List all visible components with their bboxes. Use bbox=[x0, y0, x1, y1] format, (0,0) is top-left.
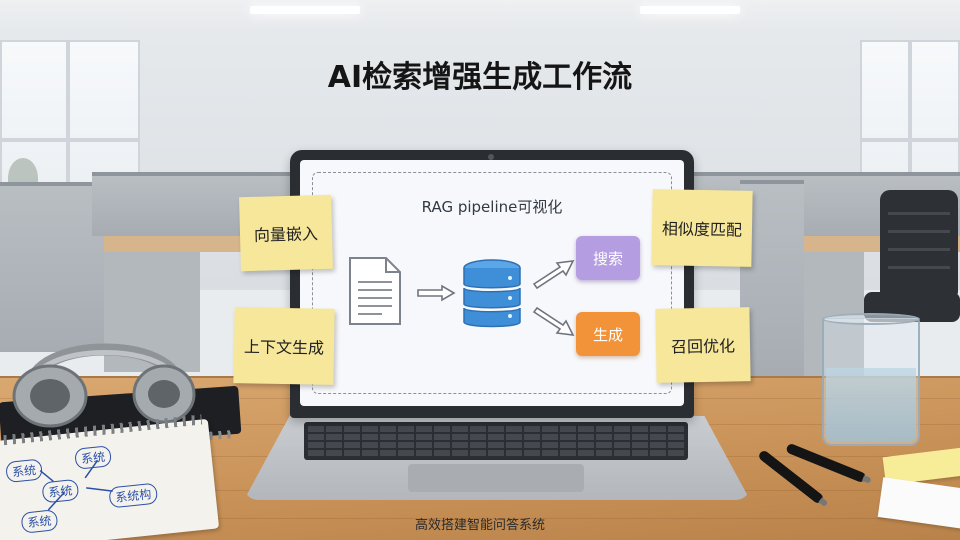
arrow-down-right-icon bbox=[532, 306, 575, 336]
document-icon bbox=[349, 257, 401, 325]
sticky-note-similarity-matching: 相似度匹配 bbox=[651, 189, 753, 267]
laptop-camera bbox=[488, 154, 494, 160]
laptop-lid: RAG pipeline可视化 搜索 bbox=[290, 150, 694, 418]
sticky-note-vector-embedding: 向量嵌入 bbox=[239, 194, 333, 272]
arrow-right-icon bbox=[417, 284, 456, 302]
headphones-icon bbox=[12, 343, 196, 428]
database-icon bbox=[463, 259, 521, 328]
arrow-up-right-icon bbox=[532, 260, 575, 290]
sticky-note-recall-optimization: 召回优化 bbox=[655, 307, 751, 383]
laptop-screen: RAG pipeline可视化 搜索 bbox=[300, 160, 684, 406]
screen-dashed-frame bbox=[312, 172, 672, 394]
ceiling-light bbox=[640, 6, 740, 14]
ceiling-light bbox=[250, 6, 360, 14]
sketch-notebook: 系统 系统 系统 系统构 系统 bbox=[0, 414, 220, 540]
sticky-note-context-generation: 上下文生成 bbox=[233, 307, 335, 385]
search-button[interactable]: 搜索 bbox=[576, 236, 640, 280]
office-chair bbox=[880, 190, 958, 296]
caption: 高效搭建智能问答系统 bbox=[414, 518, 545, 533]
cubicle-partition bbox=[0, 182, 106, 352]
sketch-lines bbox=[39, 460, 113, 511]
laptop-trackpad bbox=[408, 464, 584, 492]
laptop-keyboard bbox=[304, 422, 688, 460]
glass-of-water bbox=[822, 313, 920, 446]
generate-button[interactable]: 生成 bbox=[576, 312, 640, 356]
headline: AI检索增强生成工作流 bbox=[327, 60, 633, 95]
screen-title: RAG pipeline可视化 bbox=[421, 198, 563, 216]
